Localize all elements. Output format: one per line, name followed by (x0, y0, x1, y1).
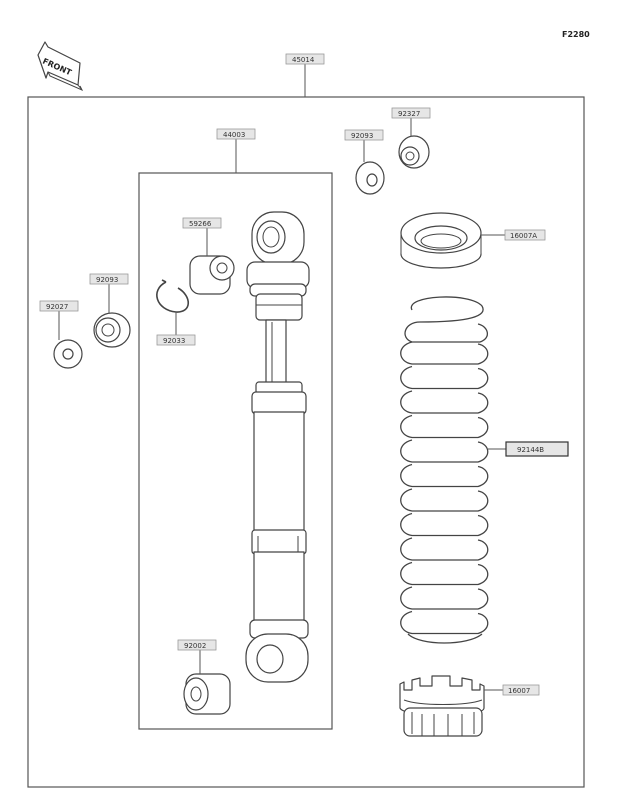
label-spring-seat-top: 16007A (504, 229, 546, 241)
assembly-frame (27, 96, 585, 788)
svg-text:92144B: 92144B (517, 446, 544, 454)
svg-text:92093: 92093 (351, 132, 373, 140)
label-absorber: 44003 (216, 128, 256, 140)
figure-code: F2280 (562, 30, 590, 39)
label-snap-ring: 92033 (156, 334, 196, 346)
spring-seat-top (400, 212, 482, 269)
svg-text:59266: 59266 (189, 220, 212, 228)
spring-coil-end (407, 633, 483, 644)
bushing-top (189, 255, 235, 295)
label-spring: 92144B (505, 441, 569, 457)
coil-spring (400, 296, 489, 644)
spring-coil (400, 439, 489, 463)
svg-text:92327: 92327 (398, 110, 420, 118)
svg-text:16007: 16007 (508, 687, 530, 695)
bearing-right (398, 135, 430, 169)
label-spring-adjuster: 16007 (502, 684, 540, 696)
spring-coil (400, 390, 489, 414)
label-bearing-right: 92327 (391, 107, 431, 119)
front-arrow-icon: FRONT (37, 41, 84, 92)
svg-text:92093: 92093 (96, 276, 118, 284)
svg-text:92002: 92002 (184, 642, 206, 650)
label-washer-right: 92093 (344, 129, 384, 141)
spring-coil (400, 537, 489, 561)
svg-text:44003: 44003 (223, 131, 245, 139)
spring-coil (400, 341, 489, 365)
spring-coils (400, 341, 489, 644)
washer-right (355, 161, 385, 195)
bushing-bottom (183, 673, 231, 715)
spring-coil (400, 488, 489, 512)
svg-text:16007A: 16007A (510, 232, 537, 240)
washer-left (53, 339, 83, 369)
svg-text:45014: 45014 (292, 56, 315, 64)
label-bearing-left: 92093 (89, 273, 129, 285)
spring-adjuster (399, 675, 485, 737)
svg-text:92033: 92033 (163, 337, 185, 345)
label-assembly: 45014 (285, 53, 325, 65)
bearing-left (93, 312, 131, 348)
label-bushing-bottom: 92002 (177, 639, 217, 651)
spring-coil (400, 365, 489, 390)
label-washer-left: 92027 (39, 300, 79, 312)
spring-coil (400, 414, 489, 439)
spring-coil (400, 586, 489, 610)
spring-coil (400, 463, 489, 488)
spring-coil (400, 512, 489, 537)
spring-coil (400, 610, 489, 635)
svg-text:92027: 92027 (46, 303, 68, 311)
label-bushing-top: 59266 (182, 217, 222, 229)
snap-ring (156, 279, 190, 313)
spring-coil (400, 561, 489, 586)
shock-absorber (245, 211, 310, 683)
